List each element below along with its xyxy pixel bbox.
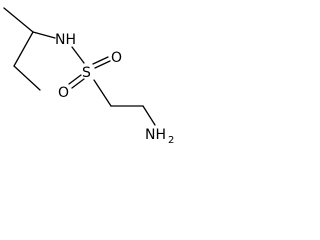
- bond-s-o-right-a: [92, 56, 109, 65]
- atom-amine-n: NH: [145, 127, 166, 143]
- atom-nh: NH: [55, 32, 76, 48]
- bond-ch2-ch3: [13, 65, 41, 91]
- bond-nh-s: [71, 46, 85, 64]
- bond-s-o-left-b: [68, 74, 82, 85]
- bond-s-o-left-a: [71, 78, 85, 89]
- atom-o-left: O: [58, 85, 69, 101]
- bond-s-o-right-b: [94, 60, 111, 69]
- bond-methyl-ch: [3, 7, 34, 33]
- atom-amine-subscript: 2: [168, 135, 174, 146]
- atom-s: S: [82, 65, 91, 81]
- bond-ch-ch2: [13, 31, 34, 67]
- bond-ch2-nh2: [142, 105, 156, 126]
- chemical-structure: NH S O O NH 2: [3, 7, 174, 146]
- atom-o-right: O: [111, 50, 122, 66]
- bond-s-ch2: [93, 79, 112, 107]
- bond-ch-nh: [32, 31, 56, 39]
